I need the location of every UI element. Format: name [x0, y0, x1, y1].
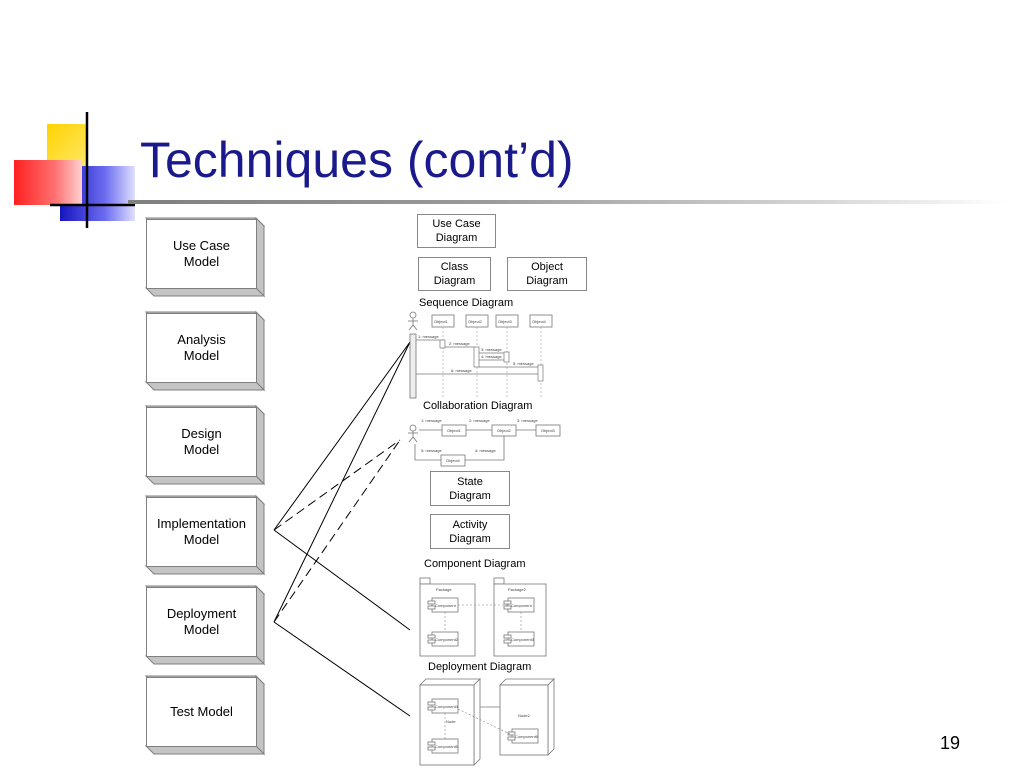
- component-diagram-thumbnail: Package Package2 Component Component2 Co…: [419, 577, 547, 657]
- collab-msg-1: 1: message: [421, 418, 442, 423]
- dep-comp3-label: Component6: [515, 734, 539, 739]
- use-case-model-line1: Use Case: [172, 238, 231, 253]
- object-diagram-line1: Object: [531, 261, 563, 273]
- seq-msg-6: 6: message: [451, 368, 472, 373]
- analysis-model-line2: Model: [183, 348, 220, 363]
- collab-msg-4: 4: message: [475, 448, 496, 453]
- deployment-model-line2: Model: [183, 622, 220, 637]
- collab-obj-3: Object3: [541, 428, 556, 433]
- analysis-model-line1: Analysis: [177, 332, 226, 347]
- node2-label: Node2: [518, 713, 531, 718]
- collab-msg-5: 5: message: [421, 448, 442, 453]
- slide-title: Techniques (cont’d): [140, 132, 574, 188]
- collaboration-diagram-thumbnail: 1: message 2: message 3: message 4: mess…: [408, 418, 561, 467]
- comp4-label: Component3: [511, 637, 535, 642]
- seq-msg-5: 5: message: [513, 361, 534, 366]
- dep-comp2-label: Component5: [435, 744, 459, 749]
- comp3-label: Component: [511, 603, 533, 608]
- use-case-model-line2: Model: [183, 254, 220, 269]
- use-case-diagram-line2: Diagram: [435, 232, 478, 244]
- class-diagram-line1: Class: [440, 261, 469, 273]
- seq-msg-2: 2: message: [449, 341, 470, 346]
- sequence-diagram-label: Sequence Diagram: [419, 297, 514, 309]
- comp1-label: Component: [435, 603, 457, 608]
- dep-comp1-label: Component4: [435, 704, 459, 709]
- seq-obj-4: Object4: [532, 319, 547, 324]
- state-diagram-line2: Diagram: [449, 489, 491, 502]
- node1-label: Node: [446, 719, 456, 724]
- title-underline: [128, 200, 1008, 204]
- seq-msg-1: 1: message: [418, 334, 439, 339]
- implementation-model-line1: Implementation: [157, 516, 246, 531]
- deployment-diagram-thumbnail: Node Node2 Component4 Component5 Compone…: [419, 678, 555, 766]
- collab-obj-2: Object2: [497, 428, 512, 433]
- use-case-diagram-line1: Use Case: [432, 218, 481, 230]
- deployment-diagram-label: Deployment Diagram: [428, 661, 532, 673]
- decoration-graphic: [14, 112, 135, 228]
- collab-obj-4: Object4: [446, 458, 461, 463]
- state-diagram-line1: State: [457, 475, 483, 488]
- seq-obj-1: Object1: [434, 319, 449, 324]
- comp2-label: Component2: [435, 637, 459, 642]
- test-model-line1: Test Model: [170, 704, 233, 719]
- seq-obj-2: Object2: [468, 319, 483, 324]
- sequence-diagram-thumbnail: Object1 Object2 Object3 Object4 1: messa…: [408, 311, 553, 399]
- pkg1-label: Package: [436, 587, 452, 592]
- pkg2-label: Package2: [508, 587, 527, 592]
- seq-msg-4: 4: message: [481, 354, 502, 359]
- corner-decoration: [0, 0, 140, 230]
- collab-msg-2: 2: message: [469, 418, 490, 423]
- activity-diagram-line1: Activity: [452, 518, 488, 531]
- class-diagram-line2: Diagram: [433, 275, 476, 287]
- implementation-model-line2: Model: [183, 532, 220, 547]
- collab-obj-1: Object1: [447, 428, 462, 433]
- object-diagram-line2: Diagram: [526, 275, 568, 287]
- seq-msg-3: 3: message: [481, 347, 502, 352]
- activity-diagram-line2: Diagram: [449, 532, 491, 545]
- design-model-line2: Model: [183, 442, 220, 457]
- page-number: 19: [940, 733, 961, 753]
- test-model-box: Test Model: [146, 677, 257, 747]
- deployment-model-line1: Deployment: [166, 606, 237, 621]
- collaboration-diagram-label: Collaboration Diagram: [423, 400, 533, 412]
- design-model-line1: Design: [181, 426, 222, 441]
- seq-obj-3: Object3: [498, 319, 513, 324]
- component-diagram-label: Component Diagram: [424, 558, 526, 570]
- collab-msg-3: 3: message: [517, 418, 538, 423]
